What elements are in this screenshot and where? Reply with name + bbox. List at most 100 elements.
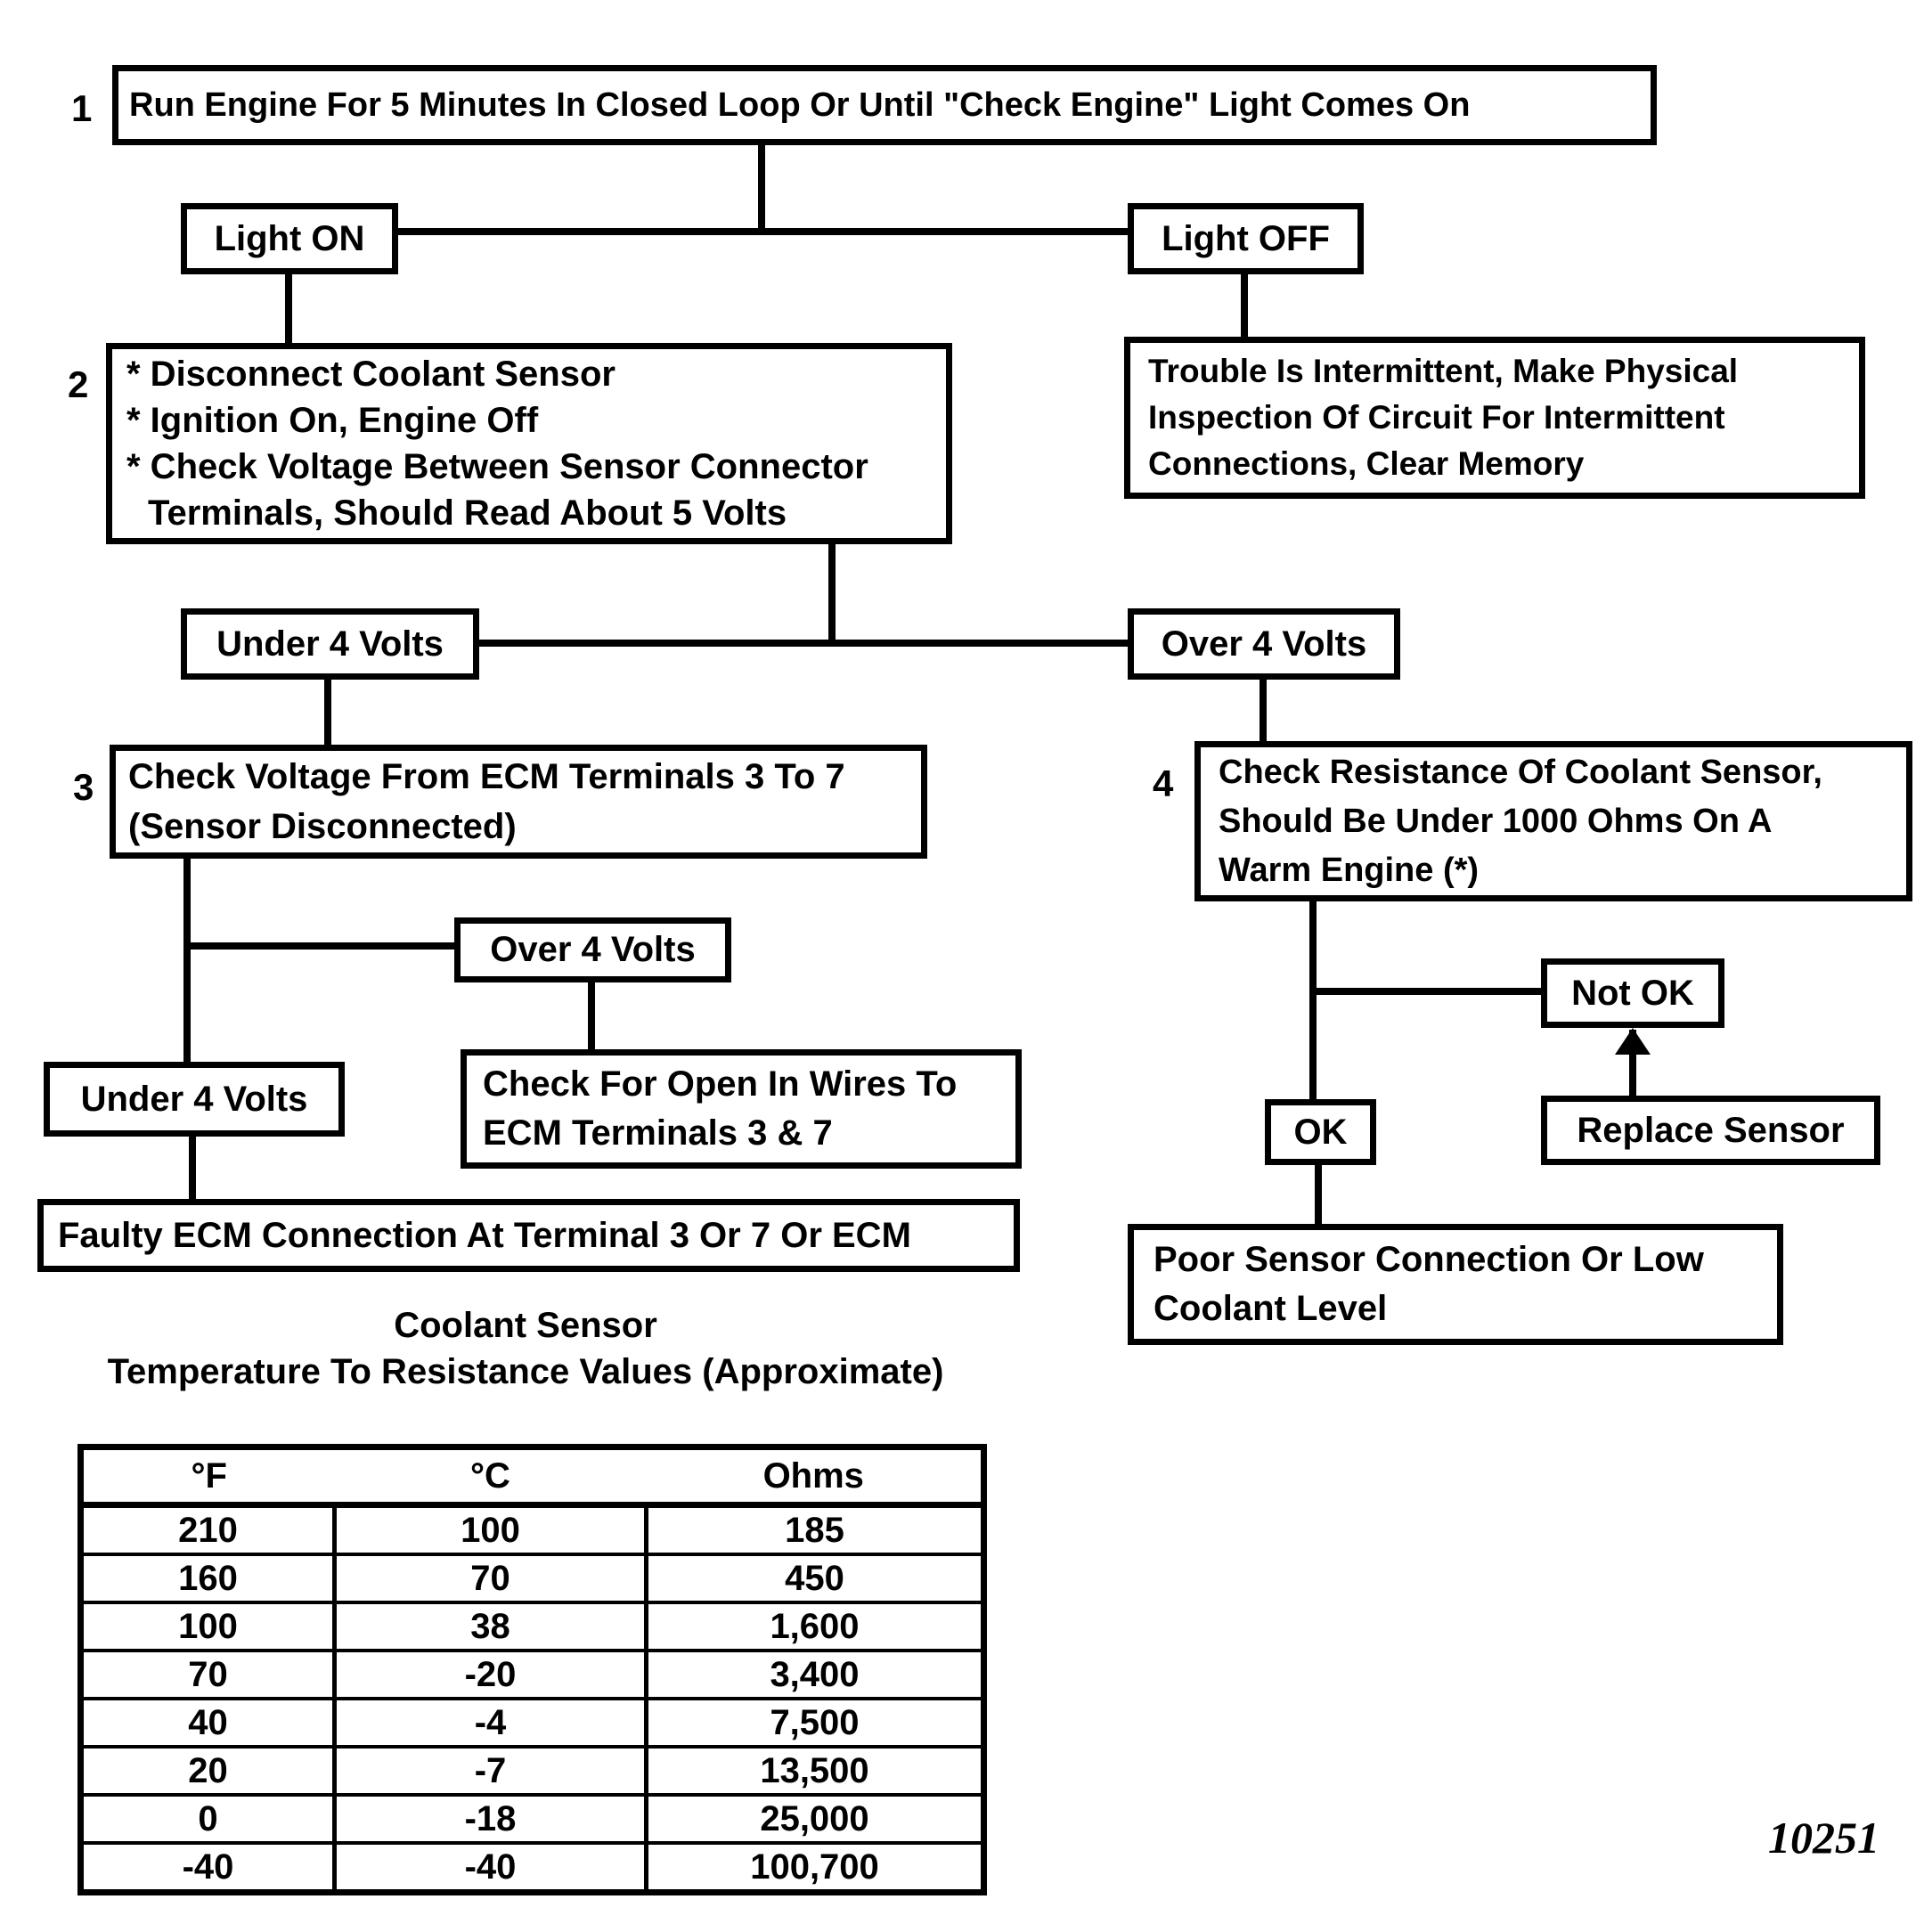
connector-over4-step4: [1260, 678, 1267, 744]
node-faulty-ecm-label: Faulty ECM Connection At Terminal 3 Or 7…: [58, 1215, 911, 1255]
connector-ok-poor: [1315, 1163, 1322, 1226]
node-poor-connection-line: Poor Sensor Connection Or Low: [1154, 1240, 1704, 1279]
node-poor-connection-line: Coolant Level: [1154, 1289, 1388, 1328]
node-step4-line: Check Resistance Of Coolant Sensor,: [1219, 753, 1822, 791]
table-cell: 100: [332, 1503, 647, 1554]
node-step4-line: Should Be Under 1000 Ohms On A: [1219, 802, 1773, 840]
figure-number: 10251: [1768, 1813, 1879, 1863]
table-cell: 13,500: [644, 1745, 984, 1795]
node-trouble-line: Connections, Clear Memory: [1148, 445, 1585, 482]
table-header-ohms: Ohms: [646, 1447, 984, 1508]
node-light-off-label: Light OFF: [1162, 218, 1330, 258]
table-cell: 185: [644, 1503, 984, 1554]
table-cell: 70: [332, 1553, 647, 1602]
node-light-on-label: Light ON: [214, 218, 365, 258]
table-cell: 25,000: [644, 1793, 984, 1843]
node-poor-connection: Poor Sensor Connection Or Low Coolant Le…: [1128, 1224, 1783, 1345]
connector-volts-horizontal: [477, 640, 1133, 647]
step-number-2: 2: [68, 363, 89, 405]
table-row: 160 70 450: [80, 1553, 984, 1602]
connector-lighton-step2: [285, 273, 292, 346]
table-cell: -20: [332, 1649, 647, 1699]
node-not-ok: Not OK: [1541, 958, 1724, 1028]
connector-step1-down: [758, 143, 765, 233]
node-over-4-volts: Over 4 Volts: [1128, 608, 1400, 680]
table-cell: 70: [80, 1649, 335, 1699]
table-header-row: °F °C Ohms: [80, 1447, 984, 1508]
node-step1: Run Engine For 5 Minutes In Closed Loop …: [112, 65, 1657, 145]
table-title-line2: Temperature To Resistance Values (Approx…: [107, 1352, 944, 1391]
connector-step2-down: [828, 542, 836, 647]
table-cell: -18: [332, 1793, 647, 1843]
connector-replace-notok: [1629, 1030, 1636, 1097]
table-cell: 160: [80, 1553, 335, 1602]
connector-step3-over4b: [183, 942, 458, 950]
connector-step4-notok: [1309, 988, 1545, 995]
table-cell: 40: [80, 1697, 335, 1747]
node-faulty-ecm: Faulty ECM Connection At Terminal 3 Or 7…: [37, 1199, 1020, 1272]
node-over-4-volts-b: Over 4 Volts: [454, 917, 731, 982]
node-check-open-line: Check For Open In Wires To: [483, 1064, 958, 1104]
table-row: 20 -7 13,500: [80, 1745, 984, 1795]
step-number-1: 1: [71, 87, 93, 129]
node-not-ok-label: Not OK: [1571, 973, 1694, 1013]
connector-lightoff-trouble: [1241, 273, 1248, 339]
table-cell: 20: [80, 1745, 335, 1795]
node-step2-line: * Ignition On, Engine Off: [126, 401, 539, 440]
arrowhead-up-icon: [1615, 1028, 1651, 1055]
node-check-open-line: ECM Terminals 3 & 7: [483, 1113, 833, 1153]
table-cell: 3,400: [644, 1649, 984, 1699]
table-cell: 7,500: [644, 1697, 984, 1747]
table-row: 100 38 1,600: [80, 1601, 984, 1651]
connector-light-horizontal: [398, 228, 1133, 235]
resistance-table: °F °C Ohms 210 100 185 160 70 450 100 38…: [77, 1444, 987, 1895]
table-row: 70 -20 3,400: [80, 1649, 984, 1699]
node-step2-line: * Disconnect Coolant Sensor: [126, 355, 616, 394]
table-header-f: °F: [80, 1447, 335, 1508]
node-ok: OK: [1265, 1099, 1376, 1165]
node-step3-line: Check Voltage From ECM Terminals 3 To 7: [128, 757, 845, 796]
connector-over4b-checkopen: [588, 981, 595, 1052]
table-row: 40 -4 7,500: [80, 1697, 984, 1747]
table-row: 210 100 185: [80, 1503, 984, 1554]
node-replace-sensor-label: Replace Sensor: [1577, 1110, 1845, 1150]
connector-under4-step3: [324, 678, 331, 747]
step-number-3: 3: [73, 766, 94, 808]
node-step2-line: * Check Voltage Between Sensor Connector: [126, 447, 868, 486]
table-cell: 450: [644, 1553, 984, 1602]
table-title-line1: Coolant Sensor: [394, 1306, 657, 1345]
node-under-4-volts: Under 4 Volts: [181, 608, 479, 680]
table-cell: 210: [80, 1503, 335, 1554]
node-step1-text: Run Engine For 5 Minutes In Closed Loop …: [129, 86, 1471, 124]
node-step2-line: Terminals, Should Read About 5 Volts: [148, 493, 787, 533]
node-over-4-volts-label: Over 4 Volts: [1161, 624, 1367, 664]
node-trouble-line: Trouble Is Intermittent, Make Physical: [1148, 353, 1739, 389]
connector-under4b-faulty: [189, 1135, 196, 1201]
node-step3-line: (Sensor Disconnected): [128, 807, 517, 846]
node-trouble-line: Inspection Of Circuit For Intermittent: [1148, 399, 1725, 436]
node-step2: * Disconnect Coolant Sensor * Ignition O…: [106, 343, 952, 544]
table-title: Coolant Sensor Temperature To Resistance…: [53, 1302, 998, 1395]
node-step4: Check Resistance Of Coolant Sensor, Shou…: [1194, 741, 1912, 901]
node-ok-label: OK: [1293, 1112, 1348, 1152]
node-over-4-volts-b-label: Over 4 Volts: [490, 930, 696, 969]
node-check-open-wires: Check For Open In Wires To ECM Terminals…: [461, 1049, 1022, 1169]
node-replace-sensor: Replace Sensor: [1541, 1096, 1880, 1165]
table-cell: -40: [80, 1841, 335, 1893]
table-cell: -4: [332, 1697, 647, 1747]
table-cell: -7: [332, 1745, 647, 1795]
node-step3: Check Voltage From ECM Terminals 3 To 7 …: [110, 745, 927, 859]
node-light-on: Light ON: [181, 203, 398, 274]
connector-step3-down: [183, 857, 191, 1064]
table-row: -40 -40 100,700: [80, 1841, 984, 1893]
step-number-4: 4: [1153, 762, 1174, 804]
table-cell: 38: [332, 1601, 647, 1651]
node-trouble-intermittent: Trouble Is Intermittent, Make Physical I…: [1124, 337, 1865, 499]
table-cell: 100,700: [644, 1841, 984, 1893]
table-header-c: °C: [334, 1447, 647, 1508]
table-cell: 0: [80, 1793, 335, 1843]
table-cell: -40: [332, 1841, 647, 1893]
table-cell: 1,600: [644, 1601, 984, 1651]
connector-step4-down: [1309, 900, 1317, 1101]
